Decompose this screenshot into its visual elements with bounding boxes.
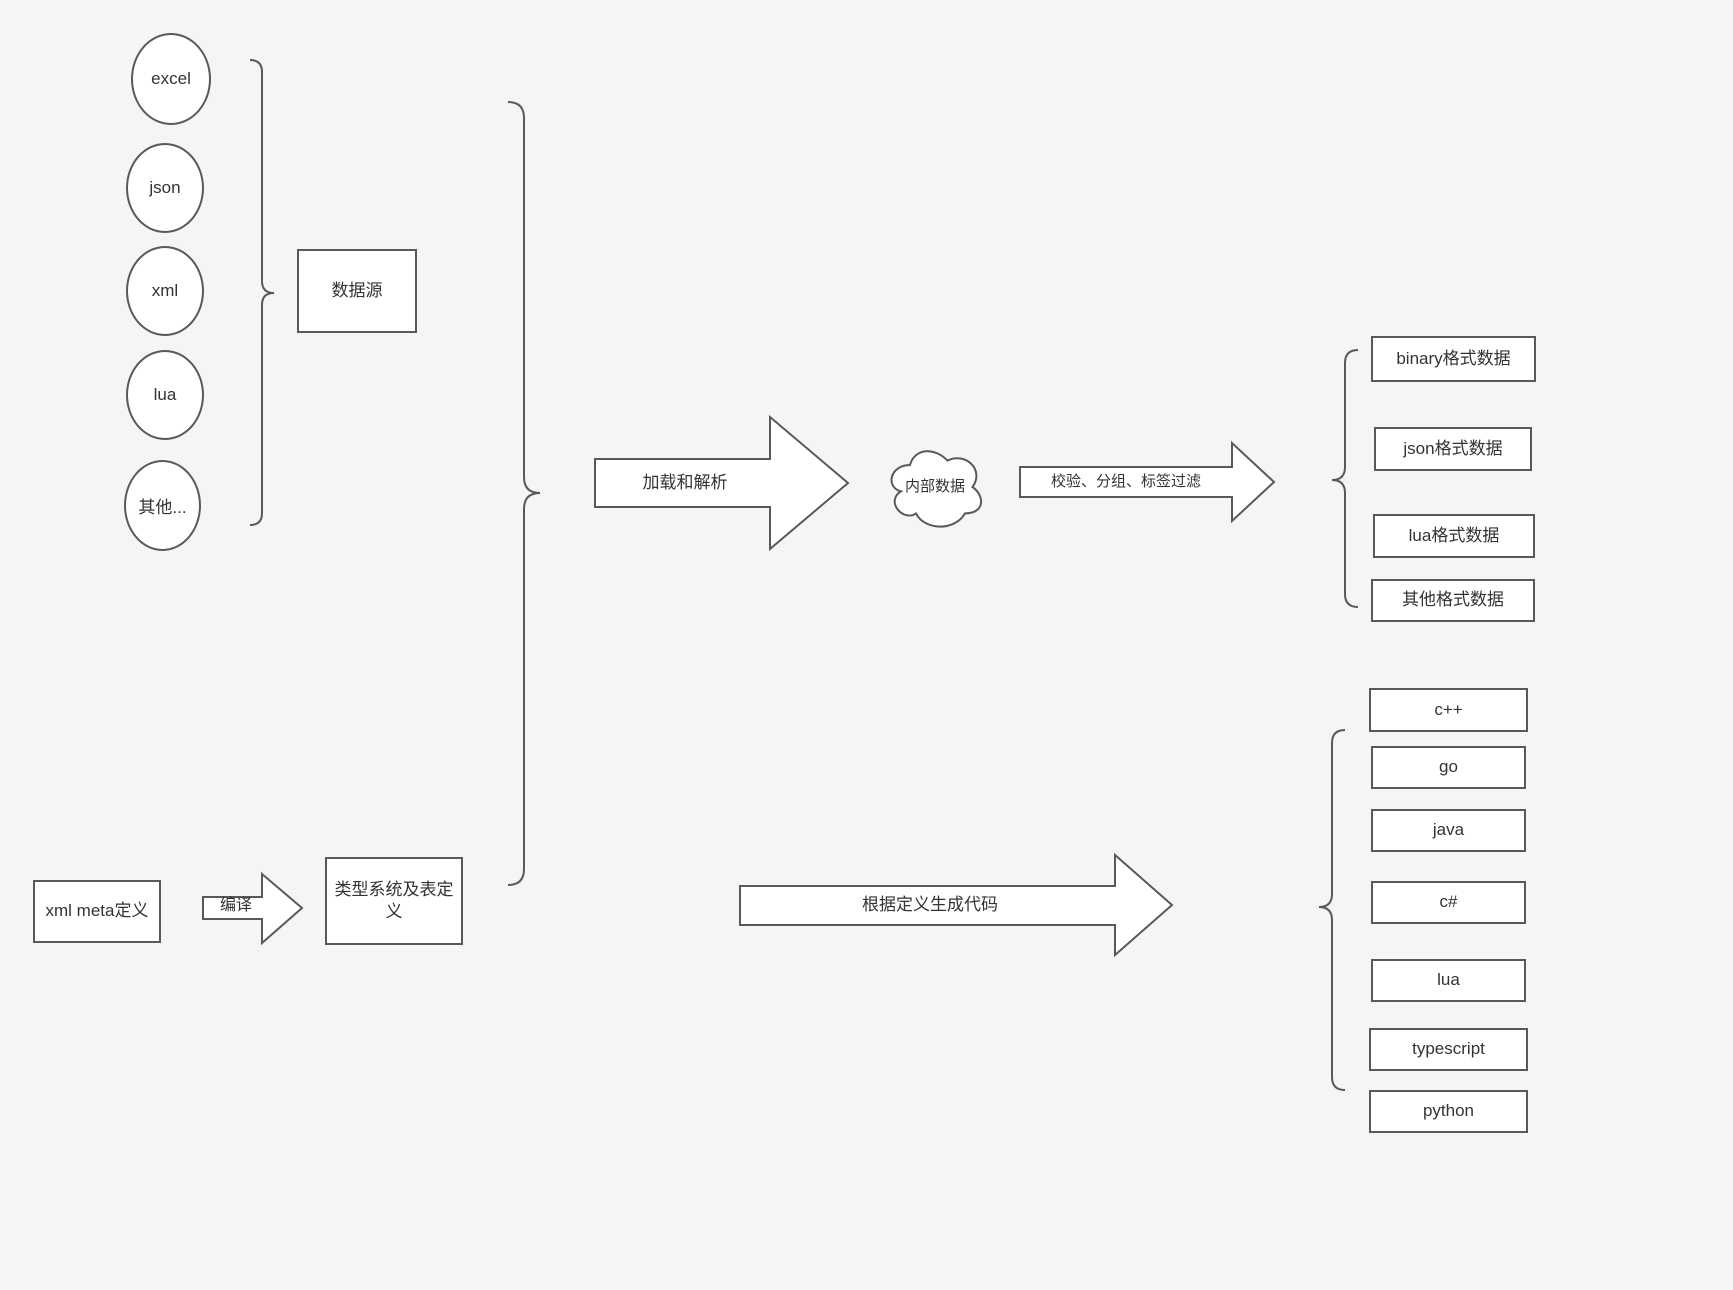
language-box-lua: lua	[1371, 959, 1526, 1002]
source-node-others: 其他...	[124, 460, 201, 551]
source-node-lua: lua	[126, 350, 204, 440]
language-box-typescript-label: typescript	[1412, 1039, 1485, 1059]
load-parse-arrow	[594, 414, 850, 552]
language-box-lua-label: lua	[1437, 970, 1460, 990]
language-box-cpp-label: c++	[1434, 699, 1463, 719]
compile-arrow-label: 编译	[219, 897, 252, 915]
xml-meta-box: xml meta定义	[33, 880, 161, 943]
internal-data-cloud	[890, 450, 982, 528]
language-box-go: go	[1371, 746, 1526, 789]
data-formats-brace	[1331, 349, 1359, 608]
format-box-lua-label: lua格式数据	[1408, 525, 1500, 545]
source-node-excel-label: excel	[151, 69, 191, 88]
languages-brace	[1318, 729, 1346, 1091]
internal-data-cloud-label: 内部数据	[904, 478, 965, 495]
language-box-java: java	[1371, 809, 1526, 852]
filter-arrow-label: 校验、分组、标签过滤	[1050, 473, 1201, 490]
inputs-brace	[507, 101, 541, 886]
generate-code-arrow	[739, 852, 1174, 958]
xml-meta-box-label: xml meta定义	[45, 901, 149, 921]
language-box-cpp: c++	[1369, 688, 1528, 732]
source-node-xml-label: xml	[151, 281, 179, 300]
format-box-binary-label: binary格式数据	[1396, 348, 1511, 368]
language-box-go-label: go	[1439, 757, 1458, 777]
language-box-csharp: c#	[1371, 881, 1526, 924]
data-source-label: 数据源	[331, 280, 383, 300]
language-box-java-label: java	[1432, 820, 1465, 840]
source-node-others-label: 其他...	[138, 498, 187, 517]
language-box-python-label: python	[1422, 1101, 1475, 1121]
format-box-json: json格式数据	[1374, 427, 1532, 471]
source-node-json-label: json	[149, 178, 181, 197]
language-box-csharp-label: c#	[1439, 892, 1458, 912]
compile-arrow	[202, 871, 304, 946]
format-box-other: 其他格式数据	[1371, 579, 1535, 622]
sources-brace	[249, 59, 275, 526]
language-box-typescript: typescript	[1369, 1028, 1528, 1071]
language-box-python: python	[1369, 1090, 1528, 1133]
source-node-lua-label: lua	[153, 385, 177, 404]
format-box-json-label: json格式数据	[1403, 438, 1503, 458]
format-box-lua: lua格式数据	[1373, 514, 1535, 558]
format-box-binary: binary格式数据	[1371, 336, 1536, 382]
generate-code-arrow-label: 根据定义生成代码	[862, 894, 998, 914]
filter-arrow	[1019, 440, 1276, 524]
type-system-box: 类型系统及表定义	[325, 857, 463, 945]
load-parse-arrow-label: 加载和解析	[642, 472, 728, 492]
type-system-box-label: 类型系统及表定义	[334, 879, 454, 921]
source-node-excel: excel	[131, 33, 211, 125]
data-source-box: 数据源	[297, 249, 417, 333]
source-node-xml: xml	[126, 246, 204, 336]
format-box-other-label: 其他格式数据	[1402, 590, 1504, 610]
source-node-json: json	[126, 143, 204, 233]
